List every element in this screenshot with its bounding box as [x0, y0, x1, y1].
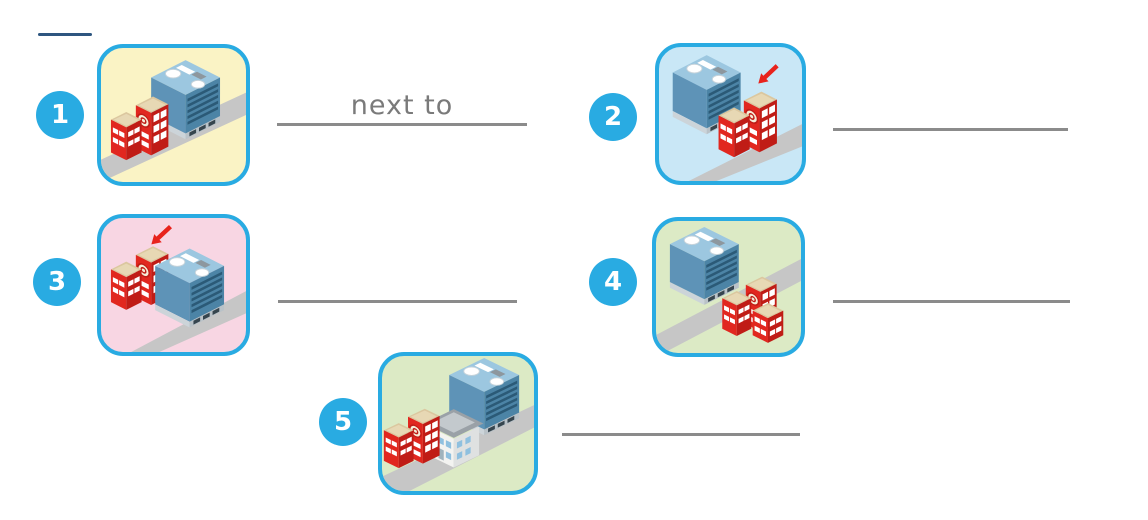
red-fire-station-icon — [110, 95, 170, 161]
red-building-icon — [752, 303, 784, 343]
scene-illustration-1 — [101, 59, 246, 182]
blue-building-icon — [669, 226, 740, 306]
item-number-badge: 3 — [33, 258, 81, 306]
item-number-badge: 2 — [589, 93, 637, 141]
answer-blank-3[interactable] — [278, 267, 517, 303]
scene-card-5 — [378, 352, 538, 495]
scene-illustration-5 — [382, 357, 534, 491]
scene-illustration-4 — [656, 226, 801, 353]
red-fire-station-icon — [383, 407, 441, 469]
scene-card-2 — [655, 43, 806, 185]
pointer-arrow-icon — [758, 64, 779, 84]
item-number-badge: 1 — [36, 91, 84, 139]
page-corner-dash — [38, 33, 92, 36]
answer-blank-5[interactable] — [562, 400, 800, 436]
item-number-badge: 5 — [319, 398, 367, 446]
scene-card-1 — [97, 44, 250, 186]
scene-illustration-2 — [672, 54, 802, 181]
answer-blank-2[interactable] — [833, 95, 1068, 131]
pointer-arrow-icon — [151, 225, 172, 245]
scene-illustration-3 — [110, 225, 246, 352]
answer-blank-1[interactable]: next to — [277, 90, 527, 126]
scene-card-4 — [652, 217, 805, 357]
scene-card-3 — [97, 214, 250, 356]
answer-blank-4[interactable] — [833, 267, 1070, 303]
item-number-badge: 4 — [589, 258, 637, 306]
